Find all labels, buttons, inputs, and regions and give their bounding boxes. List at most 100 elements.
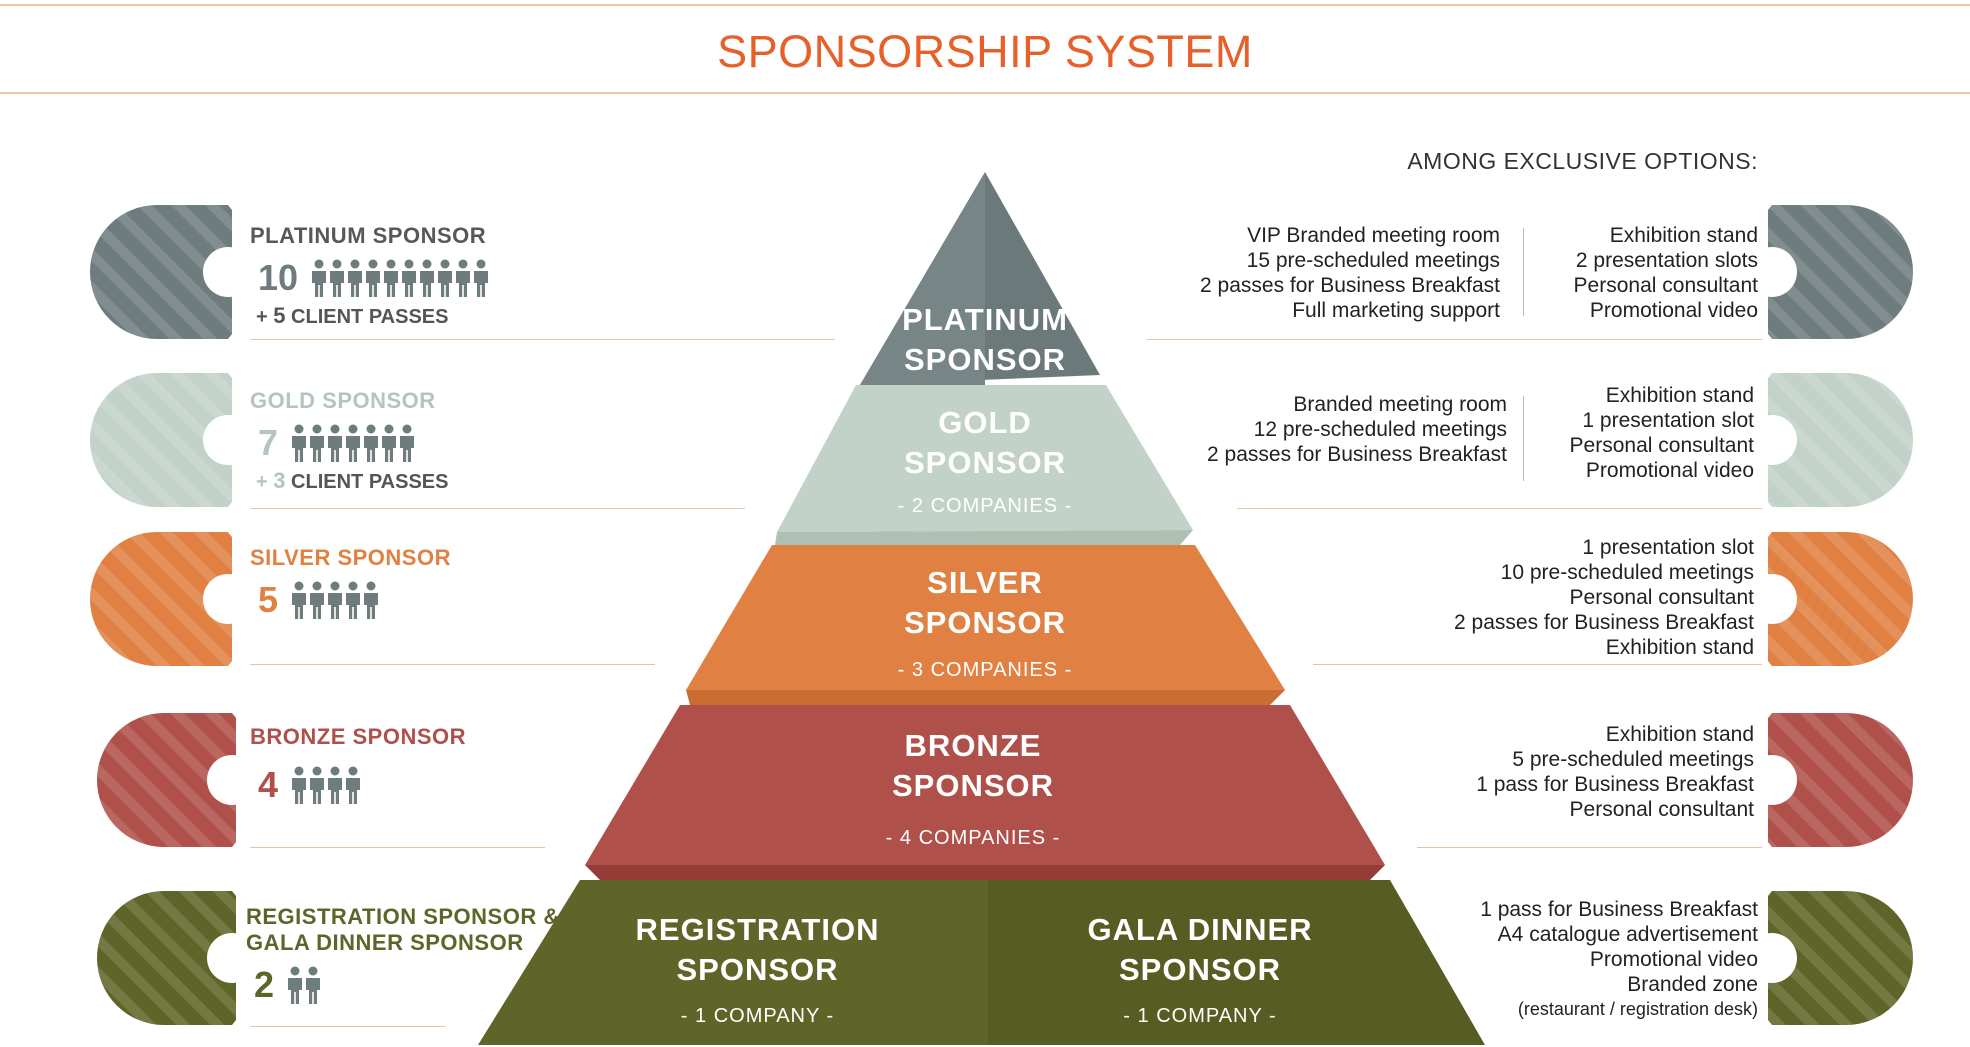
label-line: SPONSOR [676,952,839,987]
person-icon [366,259,381,297]
option-item: Exhibition stand [1609,224,1758,247]
people-icon [292,424,415,462]
tab-right-registration [1747,891,1913,1025]
option-item: 5 pre-scheduled meetings [1512,748,1754,771]
option-note: (restaurant / registration desk) [1517,999,1758,1019]
label-line: SPONSOR [903,342,1067,377]
person-icon [384,259,399,297]
option-item: VIP Branded meeting room [1247,224,1500,247]
person-icon [346,581,361,619]
person-icon [382,424,397,462]
person-icon [310,581,325,619]
left-block-silver: SILVER SPONSOR 5 [250,545,451,621]
label-line: GALA DINNER [1087,912,1313,947]
person-icon [400,424,415,462]
people-icon [312,259,489,297]
count-row: 2 [246,964,560,1006]
pyramid-count-silver: - 3 COMPANIES - [897,659,1073,681]
tab-left-registration [97,891,257,1025]
count-row: 5 [250,579,451,621]
count-row: 4 [250,764,466,806]
person-icon [348,259,363,297]
pyramid-tier-registration-gala [478,880,1485,1045]
people-icon [288,966,321,1004]
person-icon [328,581,343,619]
top-divider [0,4,1970,6]
option-item: Promotional video [1589,299,1758,322]
option-item: 12 pre-scheduled meetings [1253,418,1507,441]
label-line: GOLD [938,405,1032,440]
left-title-silver: SILVER SPONSOR [250,545,451,570]
person-icon [292,766,307,804]
options-silver: 1 presentation slot 10 pre-scheduled mee… [1454,535,1754,660]
options-heading: AMONG EXCLUSIVE OPTIONS: [1407,148,1758,174]
client-passes-gold: + 3 CLIENT PASSES [256,468,449,494]
left-block-platinum: PLATINUM SPONSOR 10 + 5 CLIENT PASSES [250,223,490,329]
client-passes-platinum: + 5 CLIENT PASSES [256,303,490,329]
pyramid-label-gold: GOLD SPONSOR [840,403,1130,483]
left-title-bronze: BRONZE SPONSOR [250,724,467,749]
label-line: SPONSOR [1118,952,1282,987]
option-item: 1 pass for Business Breakfast [1476,773,1754,796]
option-item: 2 passes for Business Breakfast [1454,611,1754,634]
options-bronze: Exhibition stand 5 pre-scheduled meeting… [1476,722,1754,822]
pyramid-tier-platinum [860,172,1100,385]
label-line: SPONSOR [903,445,1067,480]
header-divider [0,92,1970,94]
divider-gold-left [250,508,745,509]
pyramid-tier-gold [775,385,1193,545]
options-platinum-b: Exhibition stand 2 presentation slots Pe… [1574,223,1758,323]
options-separator [1523,396,1524,481]
options-registration: 1 pass for Business Breakfast A4 catalog… [1480,897,1758,1022]
people-icon [292,766,361,804]
count-bronze: 4 [258,764,279,805]
left-block-registration: REGISTRATION SPONSOR & GALA DINNER SPONS… [246,904,560,1006]
option-item: A4 catalogue advertisement [1497,923,1758,946]
person-icon [328,424,343,462]
divider-registration-left [250,1026,445,1027]
left-title-platinum: PLATINUM SPONSOR [250,223,487,248]
passes-number: 3 [273,468,286,493]
option-item: 2 passes for Business Breakfast [1200,274,1500,297]
divider-bronze-left [250,847,545,848]
pyramid-label-registration: REGISTRATION SPONSOR [600,910,915,990]
label-line: PLATINUM [902,302,1068,337]
label-line: REGISTRATION [635,912,880,947]
pyramid-count-registration: - 1 COMPANY - [680,1005,835,1027]
tab-left-silver [90,532,253,666]
person-icon [438,259,453,297]
label-line: SILVER [927,565,1043,600]
passes-number: 5 [273,303,286,328]
tab-left-gold [90,373,253,507]
option-item: Personal consultant [1573,274,1758,297]
options-gold-a: Branded meeting room 12 pre-scheduled me… [1207,392,1507,467]
pyramid-count-gold: - 2 COMPANIES - [897,495,1073,517]
options-gold-b: Exhibition stand 1 presentation slot Per… [1570,383,1754,483]
person-icon [310,424,325,462]
option-item: Branded zone [1627,973,1758,996]
passes-prefix: + [256,306,274,328]
person-icon [364,424,379,462]
pyramid-label-bronze: BRONZE SPONSOR [823,726,1123,806]
left-block-bronze: BRONZE SPONSOR 4 [250,724,466,806]
tab-right-gold [1747,373,1913,507]
count-row: 10 [250,257,490,299]
person-icon [292,424,307,462]
person-icon [292,581,307,619]
option-item: 1 pass for Business Breakfast [1480,898,1758,921]
person-icon [456,259,471,297]
person-icon [402,259,417,297]
count-gold: 7 [258,422,279,463]
divider-bronze-right [1417,847,1762,848]
person-icon [346,424,361,462]
person-icon [328,766,343,804]
divider-silver-right [1313,664,1762,665]
pyramid-label-silver: SILVER SPONSOR [835,563,1135,643]
divider-silver-left [250,664,655,665]
person-icon [312,259,327,297]
option-item: Exhibition stand [1605,384,1754,407]
left-block-gold: GOLD SPONSOR 7 + 3 CLIENT PASSES [250,388,449,494]
count-row: 7 [250,422,449,464]
tab-right-bronze [1747,713,1913,847]
